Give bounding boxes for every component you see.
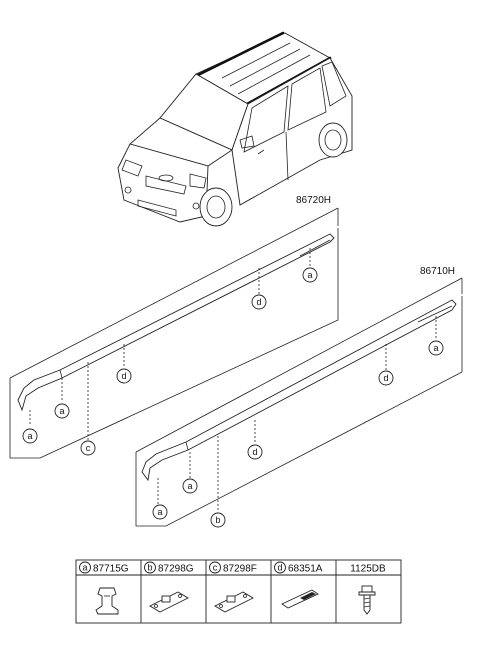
rail-86710h (141, 299, 457, 482)
svg-text:a: a (433, 343, 438, 353)
callout-d-3: d (247, 444, 263, 460)
callout-a-2: a (54, 403, 70, 419)
table-header-a: a 87715G (79, 561, 129, 575)
svg-text:a: a (27, 431, 32, 441)
svg-text:a: a (307, 270, 312, 280)
callout-a-1: a (22, 428, 38, 444)
svg-text:d: d (383, 373, 388, 383)
svg-text:b: b (215, 515, 220, 525)
screw-icon (358, 585, 376, 615)
svg-text:d: d (252, 447, 257, 457)
callout-a-3: a (302, 267, 318, 283)
assembly-86710h: 86710H (135, 266, 463, 527)
table-header-c: c 87298F (209, 561, 257, 575)
svg-text:a: a (82, 563, 87, 573)
svg-text:d: d (277, 563, 282, 573)
callout-a-6: a (428, 340, 444, 356)
callout-b-1: b (210, 512, 226, 528)
svg-text:d: d (256, 297, 261, 307)
callout-d-4: d (378, 370, 394, 386)
svg-text:c: c (213, 563, 218, 573)
part-number-86710h: 86710H (420, 266, 455, 277)
svg-text:1125DB: 1125DB (350, 564, 386, 575)
svg-text:87298G: 87298G (158, 564, 194, 575)
svg-text:a: a (59, 406, 64, 416)
table-header-d: d 68351A (274, 561, 323, 575)
bracket-icon (149, 591, 189, 613)
table-header-b: b 87298G (144, 561, 194, 575)
part-number-86720h: 86720H (296, 195, 331, 206)
table-header-plain: 1125DB (350, 564, 386, 575)
callout-c-1: c (80, 440, 96, 456)
svg-text:c: c (86, 443, 91, 453)
bracket-icon (214, 591, 254, 613)
svg-text:b: b (147, 563, 152, 573)
svg-text:a: a (157, 507, 162, 517)
parts-table: a 87715G b 87298G c 87298F d 68351A 1125… (75, 559, 402, 624)
tape-icon (281, 589, 319, 609)
svg-text:a: a (187, 481, 192, 491)
car-illustration (117, 31, 353, 227)
callout-a-5: a (182, 478, 198, 494)
assembly-86720h: 86720H (9, 195, 339, 459)
svg-text:68351A: 68351A (288, 564, 323, 575)
svg-text:87715G: 87715G (93, 564, 129, 575)
callout-d-1: d (116, 368, 132, 384)
rail-86720h (17, 233, 335, 412)
callout-a-4: a (152, 504, 168, 520)
svg-text:87298F: 87298F (223, 564, 257, 575)
svg-text:d: d (121, 371, 126, 381)
callout-d-2: d (251, 294, 267, 310)
clip-icon (95, 587, 119, 615)
